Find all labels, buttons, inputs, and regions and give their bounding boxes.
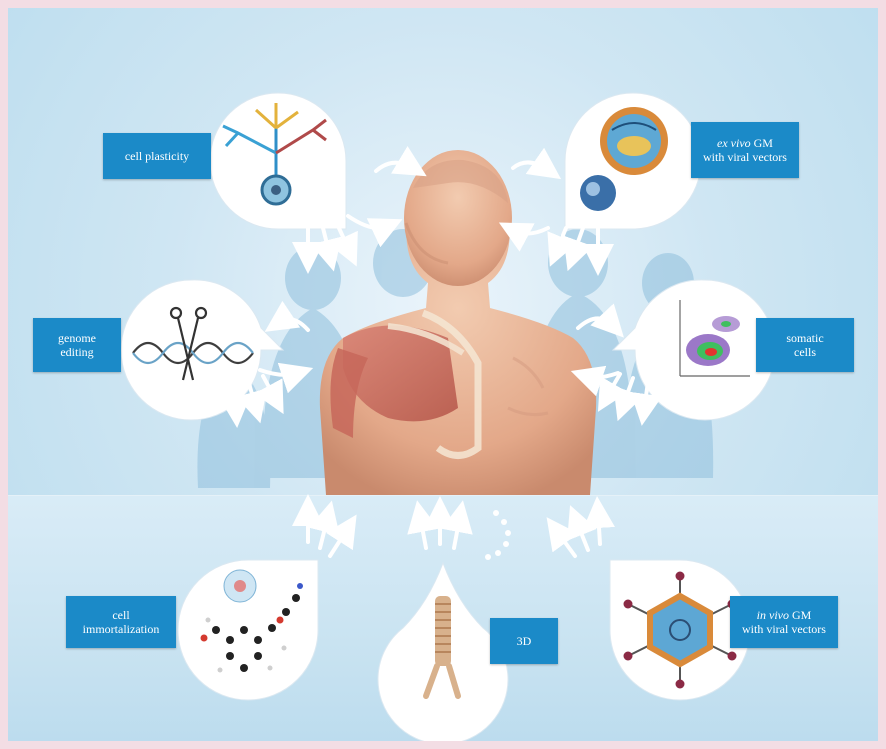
- label-somatic-cells-line1: somatic: [786, 331, 823, 345]
- label-ex-vivo-gm-line2: with viral vectors: [703, 150, 787, 164]
- label-in-vivo-rest: GM: [789, 608, 811, 622]
- label-cell-immortalization: cell immortalization: [66, 596, 176, 648]
- label-in-vivo-gm-line2: with viral vectors: [742, 622, 826, 636]
- label-genome-editing-line1: genome: [58, 331, 96, 345]
- label-in-vivo-gm-line1: in vivo GM: [757, 608, 812, 622]
- dotted-cycle-arrow: [485, 510, 511, 560]
- label-cell-immortalization-line1: cell: [112, 608, 129, 622]
- label-somatic-cells: somatic cells: [756, 318, 854, 372]
- label-ex-vivo-gm: ex vivo GM with viral vectors: [691, 122, 799, 178]
- label-in-vivo-gm: in vivo GM with viral vectors: [730, 596, 838, 648]
- virus-icon: [600, 107, 668, 175]
- label-3d-text: 3D: [517, 634, 532, 648]
- label-cell-immortalization-line2: immortalization: [83, 622, 160, 636]
- panel-ex-vivo-gm: [565, 93, 701, 229]
- label-ex-vivo-italic: ex vivo: [717, 136, 751, 150]
- label-cell-plasticity-text: cell plasticity: [125, 149, 189, 163]
- figure-canvas: cell plasticity ex vivo GM with viral ve…: [8, 8, 878, 741]
- label-in-vivo-italic: in vivo: [757, 608, 789, 622]
- label-ex-vivo-gm-line1: ex vivo GM: [717, 136, 773, 150]
- cell-icon: [580, 175, 616, 211]
- panel-cell-plasticity: [210, 93, 346, 229]
- panel-in-vivo-gm: [610, 560, 750, 700]
- label-genome-editing-line2: editing: [60, 345, 93, 359]
- cell-icon-small: [224, 570, 256, 602]
- label-cell-plasticity: cell plasticity: [103, 133, 211, 179]
- panel-cell-immortalization: [178, 560, 318, 700]
- label-somatic-cells-line2: cells: [794, 345, 816, 359]
- label-3d: 3D: [490, 618, 558, 664]
- panel-3d: [378, 563, 508, 741]
- label-genome-editing: genome editing: [33, 318, 121, 372]
- label-ex-vivo-rest: GM: [751, 136, 773, 150]
